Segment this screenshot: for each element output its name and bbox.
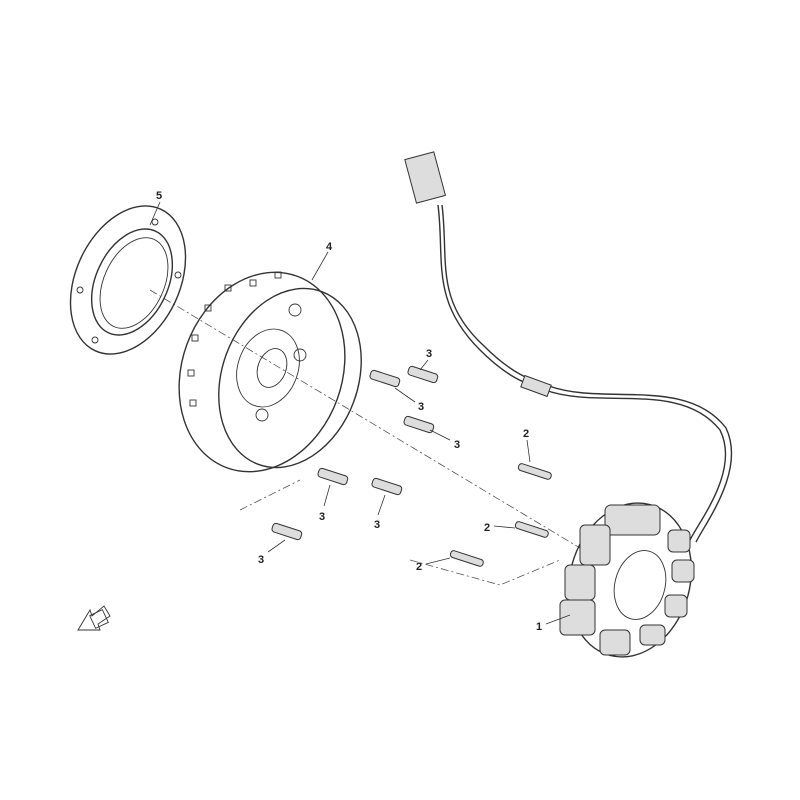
callout-2: 2 bbox=[523, 428, 529, 440]
oil-seal bbox=[69, 205, 187, 355]
bolts-3 bbox=[271, 365, 439, 541]
callout-4: 4 bbox=[326, 241, 333, 253]
callout-2: 2 bbox=[484, 522, 490, 534]
callout-3: 3 bbox=[426, 348, 432, 360]
callout-3: 3 bbox=[374, 519, 380, 531]
callout-3: 3 bbox=[454, 439, 460, 451]
axis-line bbox=[149, 289, 601, 586]
callout-3: 3 bbox=[319, 511, 325, 523]
front-direction-arrow-icon bbox=[77, 605, 111, 631]
callout-2: 2 bbox=[416, 561, 422, 573]
callout-5: 5 bbox=[156, 190, 162, 202]
callout-3: 3 bbox=[418, 401, 424, 413]
flywheel-rotor bbox=[178, 271, 362, 473]
stator-coil bbox=[559, 502, 695, 658]
wire-harness bbox=[404, 151, 733, 543]
leader-lines bbox=[149, 201, 571, 625]
bolts-2 bbox=[449, 463, 552, 567]
callout-3: 3 bbox=[258, 554, 264, 566]
callout-1: 1 bbox=[536, 621, 542, 633]
